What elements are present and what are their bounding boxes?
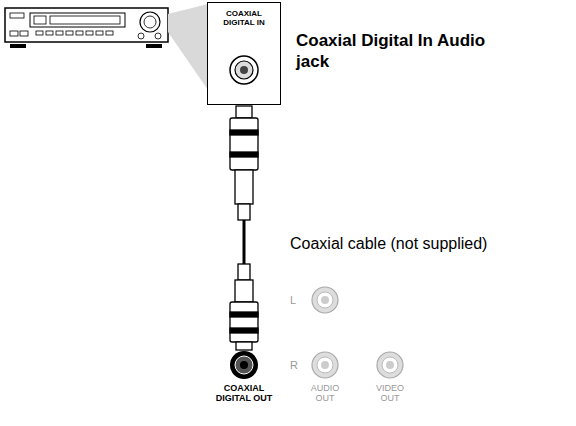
jack-label: VIDEO OUT — [370, 383, 410, 403]
coaxial-in-jack — [230, 56, 258, 84]
cable-label: Coaxial cable (not supplied) — [290, 234, 560, 253]
av-receiver — [5, 8, 168, 48]
callout-ground — [207, 2, 281, 105]
callout-title: Coaxial Digital In Audio jack — [296, 30, 501, 72]
coaxial-cable — [230, 106, 258, 350]
callout-wedge — [168, 4, 208, 90]
jack-label: COAXIAL DIGITAL IN — [220, 9, 268, 27]
jack-label: COAXIAL DIGITAL OUT — [207, 383, 281, 403]
callout-box: COAXIAL DIGITAL IN — [207, 2, 281, 105]
coaxial-out-jack — [230, 351, 258, 379]
jack-label: AUDIO OUT — [305, 383, 345, 403]
channel-label: L — [290, 294, 304, 306]
channel-label: R — [290, 359, 304, 371]
audio-video-jacks — [312, 287, 403, 378]
